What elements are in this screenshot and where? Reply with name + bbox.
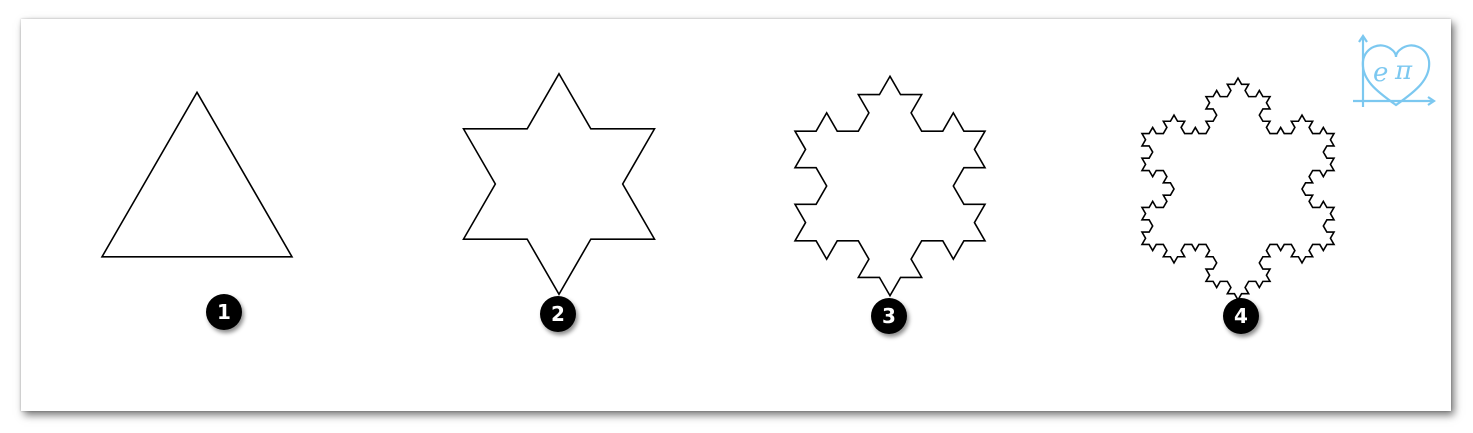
logo-arrow-up bbox=[1358, 34, 1368, 43]
koch-snowflake-figure bbox=[100, 72, 1336, 302]
step-badge-3: 3 bbox=[871, 298, 907, 334]
koch-snowflake-step-3 bbox=[793, 74, 987, 298]
koch-snowflake-step-2 bbox=[462, 72, 656, 296]
figure-card: 1 2 3 4 e π bbox=[21, 19, 1451, 411]
step-badge-4: 4 bbox=[1223, 298, 1259, 334]
koch-snowflake-step-4 bbox=[1140, 76, 1336, 302]
logo-e: e bbox=[1373, 58, 1388, 88]
koch-snowflake-step-1 bbox=[100, 90, 294, 258]
e-pi-heart-logo: e π bbox=[1353, 34, 1436, 107]
step-badge-2: 2 bbox=[540, 296, 576, 332]
step-badge-1: 1 bbox=[206, 294, 242, 330]
snowflake-shapes bbox=[100, 72, 1336, 302]
logo-arrow-right bbox=[1427, 96, 1436, 106]
logo-pi: π bbox=[1394, 56, 1413, 86]
logo-heart bbox=[1361, 44, 1431, 107]
